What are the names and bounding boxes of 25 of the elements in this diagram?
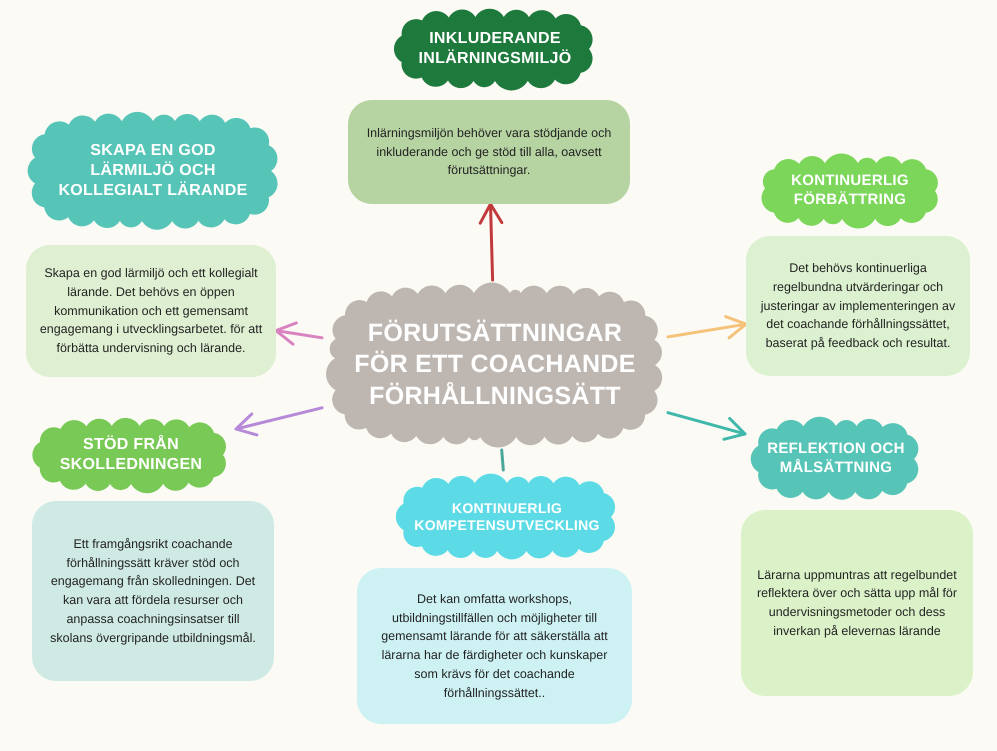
heading: FÖRUTSÄTTNINGAR FÖR ETT COACHANDE FÖRHÅLLNINGSÄTT xyxy=(353,318,637,412)
description-text: Lärarna uppmuntras att regelbundet reflektera över och sätta upp mål för undervisningsmetoder och dess inverkan på elevernas lärande xyxy=(756,566,958,640)
text-box xyxy=(741,510,973,696)
text-box xyxy=(26,245,276,377)
heading: STÖD FRÅN SKOLLEDNINGEN xyxy=(58,435,204,475)
arrow xyxy=(478,202,504,282)
arrow xyxy=(666,411,746,441)
heading: KONTINUERLIG KOMPETENSUTVECKLING xyxy=(413,500,601,534)
description-text: Skapa en god lärmiljö och ett kollegialt lärande. Det behövs en öppen kommunikation och ett gemensamt engagemang i utvecklingsarbetet. för att förbätta undervisning och lärande. xyxy=(38,265,264,358)
arrow xyxy=(666,315,748,340)
text-box xyxy=(746,236,970,376)
heading: SKAPA EN GOD LÄRMILJÖ OCH KOLLEGIALT LÄRANDE xyxy=(57,141,249,201)
text-box xyxy=(32,501,274,681)
heading: INKLUDERANDE INLÄRNINGSMILJÖ xyxy=(418,29,572,69)
text-box xyxy=(357,568,632,724)
description-text: Det kan omfatta workshops, utbildningstillfällen och möjligheter till gemensamt lärande för att säkerställa att lärarna har de färdigheter och kunskaper som krävs för det coachande förhållningssättet.. xyxy=(380,590,609,702)
connector-line xyxy=(500,448,505,472)
arrow xyxy=(234,406,324,436)
description-text: Inlärningsmiljön behöver vara stödjande och inkluderande och ge stöd till alla, oavsett förutsättningar. xyxy=(366,124,612,180)
text-box xyxy=(348,100,630,204)
description-text: Ett framgångsrikt coachande förhållningssätt kräver stöd och engagemang från skolledningen. Det kan vara att fördela resurser och anpassa coachningsinsatser till skolans övergripande utbildningsmål. xyxy=(49,536,257,647)
description-text: Det behövs kontinuerliga regelbundna utvärderingar och justeringar av implementeringen av det coachande förhållningssättet, baserat på feedback och resultat. xyxy=(760,260,956,352)
heading: REFLEKTION OCH MÅLSÄTTNING xyxy=(766,440,906,478)
arrow xyxy=(274,321,324,346)
heading: KONTINUERLIG FÖRBÄTTRING xyxy=(790,172,910,210)
